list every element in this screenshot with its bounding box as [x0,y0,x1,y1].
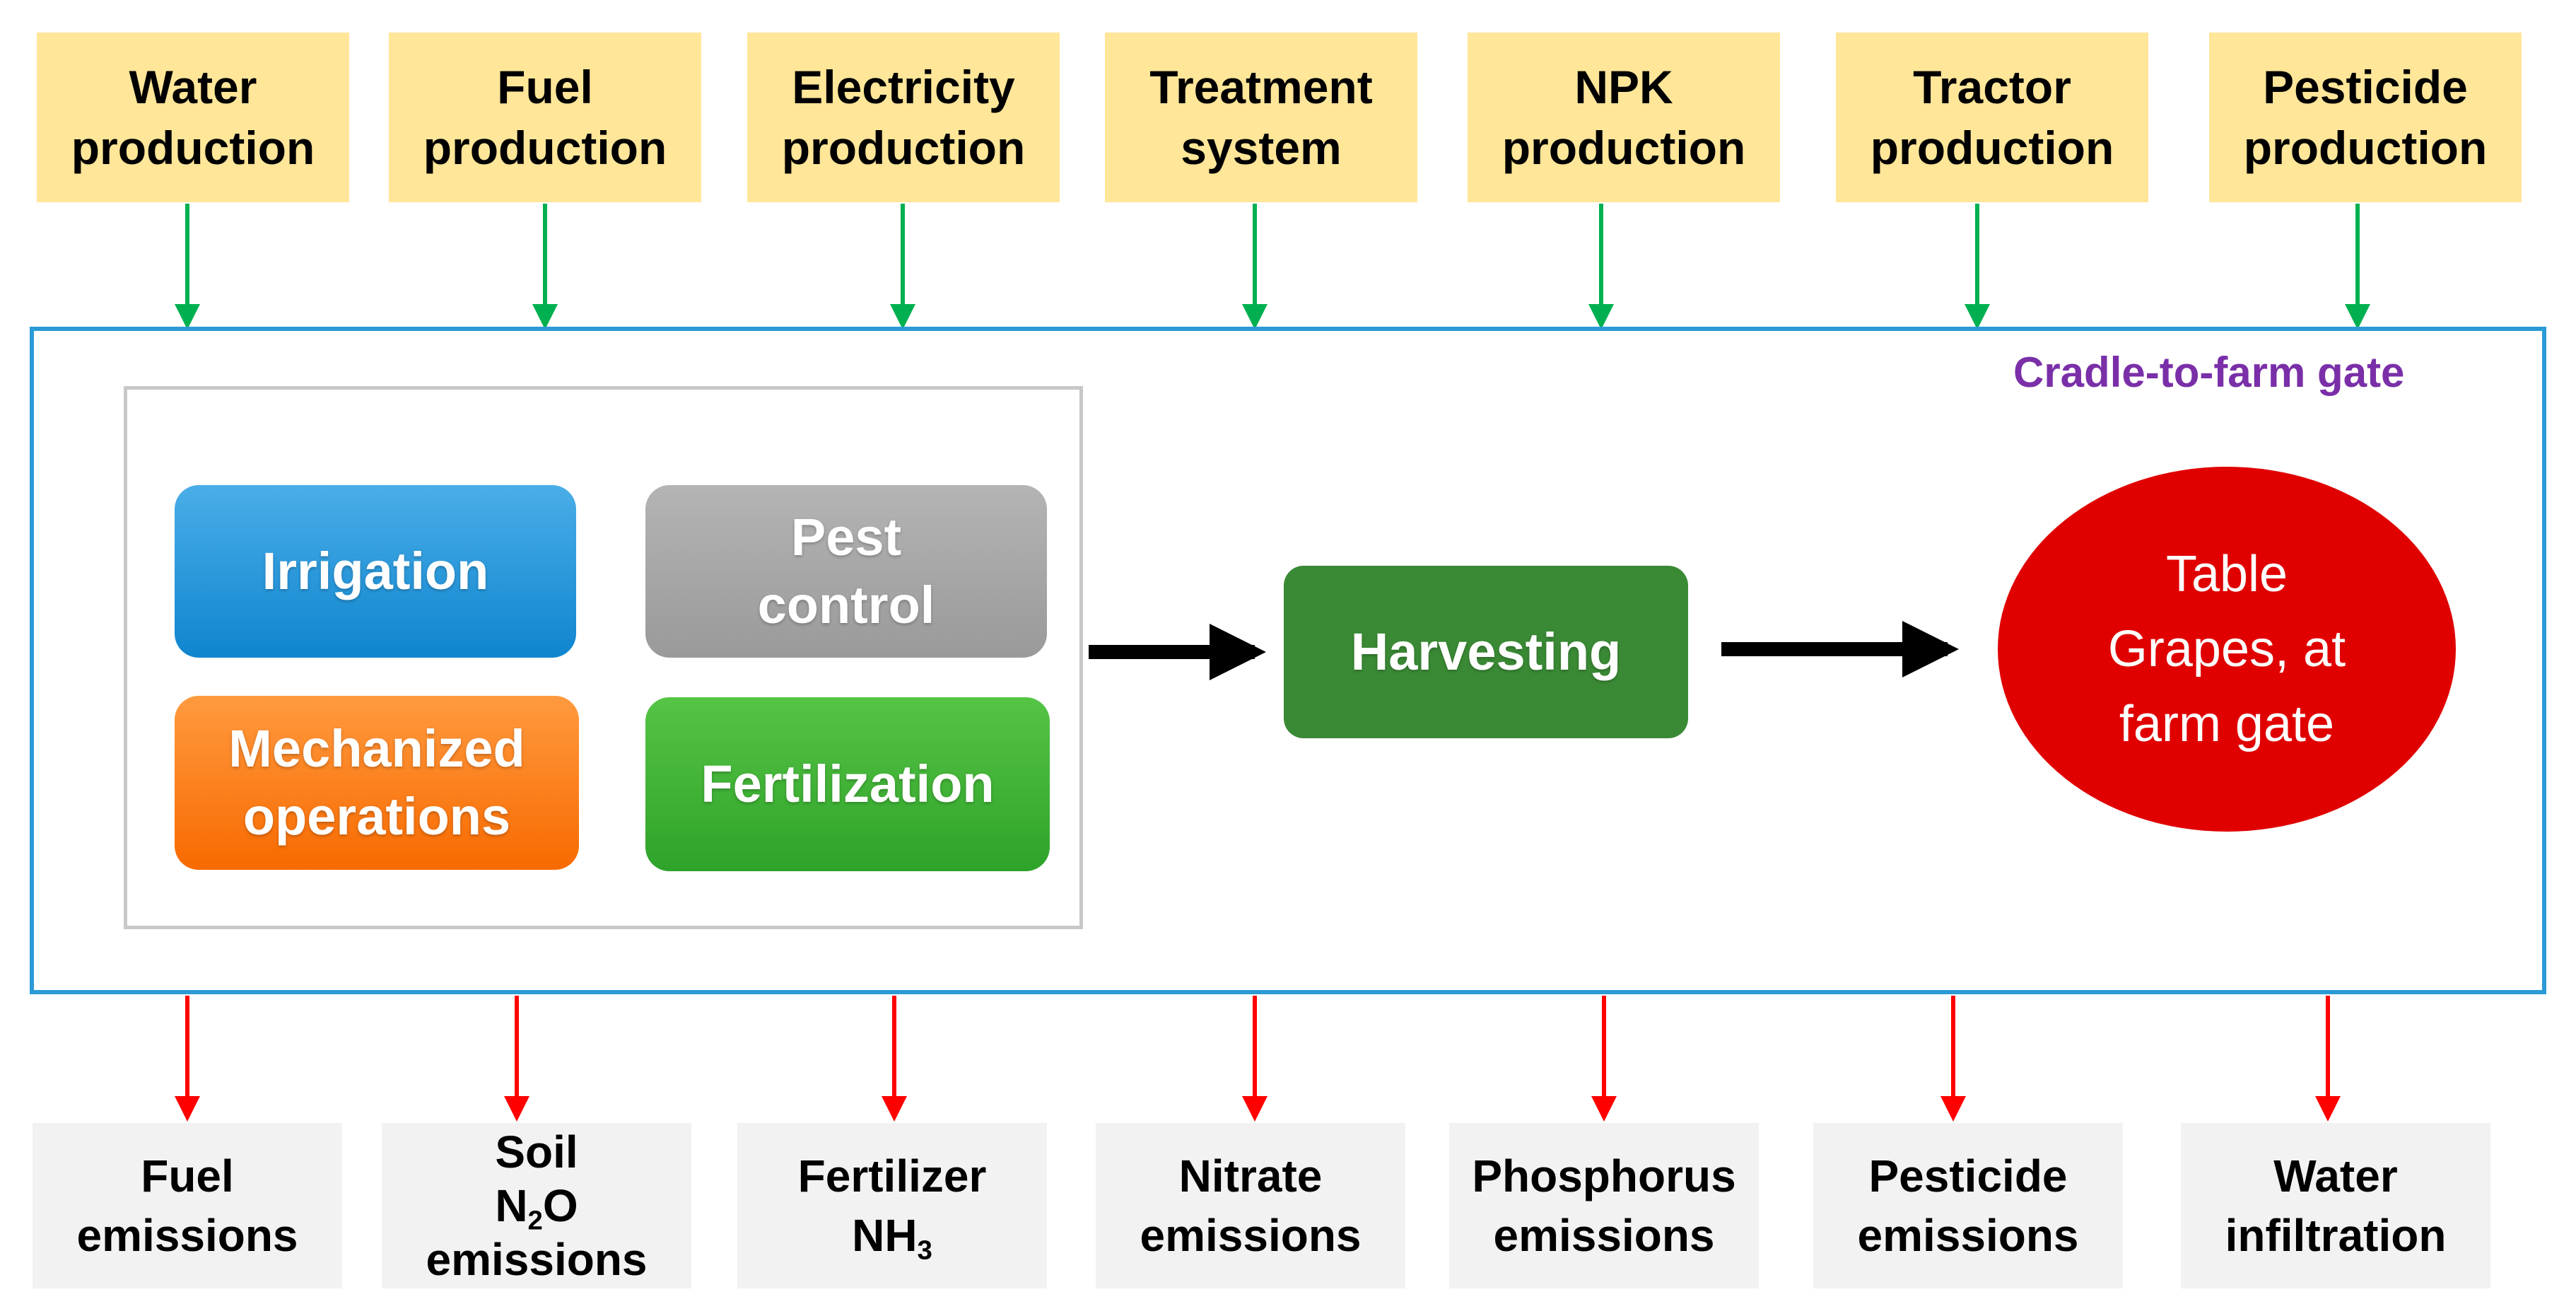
input-line1: Treatment [1149,61,1373,113]
n2o-n: N [495,1180,528,1231]
output-line1: Soil [495,1127,578,1177]
process-label: Fertilization [701,755,995,813]
process-fertilization: Fertilization [645,697,1050,871]
output-pesticide-emissions: Pesticide emissions [1813,1123,2123,1288]
output-line2: emissions [1857,1210,2079,1261]
output-line1: Pesticide [1868,1151,2068,1201]
process-label-line2: control [757,576,935,634]
input-fuel-production: Fuel production [389,33,701,202]
output-line2: emissions [76,1210,298,1261]
process-label: Harvesting [1350,622,1622,681]
output-fertilizer-nh3: Fertilizer NH3 [737,1123,1047,1288]
n2o-o: O [542,1180,578,1231]
input-line1: Water [129,61,257,113]
input-line2: system [1181,122,1342,174]
input-treatment-system: Treatment system [1105,33,1417,202]
system-boundary [30,327,2546,994]
input-line2: production [2243,122,2488,174]
input-line1: Fuel [497,61,593,113]
input-line1: Electricity [792,61,1015,113]
process-label-line1: Mechanized [228,719,525,778]
input-tractor-production: Tractor production [1836,33,2148,202]
process-irrigation: Irrigation [175,485,576,658]
product-line3: farm gate [2119,696,2335,752]
output-line2: NH3 [852,1206,932,1265]
input-line2: production [71,122,315,174]
output-line2: infiltration [2225,1210,2447,1261]
output-water-infiltration: Water infiltration [2181,1123,2490,1288]
nh3-nh: NH [852,1210,918,1261]
process-label-line1: Pest [790,508,902,566]
process-label-line2: operations [242,787,511,846]
output-fuel-emissions: Fuel emissions [33,1123,342,1288]
input-npk-production: NPK production [1468,33,1780,202]
product-table-grapes: Table Grapes, at farm gate [1998,467,2456,832]
process-pest-control: Pest control [645,485,1047,658]
output-line2: emissions [1493,1210,1715,1261]
input-pesticide-production: Pesticide production [2209,33,2522,202]
product-line2: Grapes, at [2107,621,2346,677]
nh3-subscript: 3 [917,1235,932,1266]
output-line2: emissions [1140,1210,1362,1261]
output-nitrate-emissions: Nitrate emissions [1096,1123,1405,1288]
output-line1: Water [2273,1151,2398,1201]
n2o-subscript: 2 [527,1205,543,1236]
input-line1: NPK [1574,61,1673,113]
output-line1: Fertilizer [797,1151,987,1201]
output-soil-n2o-emissions: Soil N2O emissions [382,1123,691,1288]
output-line3: emissions [426,1234,648,1285]
input-line1: Tractor [1913,61,2071,113]
output-phosphorus-emissions: Phosphorus emissions [1449,1123,1759,1288]
output-line1: Fuel [141,1151,234,1201]
boundary-label: Cradle-to-farm gate [2013,349,2405,396]
input-electricity-production: Electricity production [747,33,1060,202]
input-water-production: Water production [37,33,349,202]
product-line1: Table [2165,546,2288,602]
input-line2: production [423,122,667,174]
output-line2: N2O [495,1179,578,1236]
input-line1: Pesticide [2263,61,2468,113]
input-line2: production [1501,122,1746,174]
output-line1: Phosphorus [1472,1151,1736,1201]
input-line2: production [1870,122,2114,174]
process-label: Irrigation [262,542,489,600]
process-harvesting: Harvesting [1284,566,1688,738]
input-line2: production [781,122,1026,174]
process-mechanized-operations: Mechanized operations [175,696,579,870]
output-line1: Nitrate [1178,1151,1323,1201]
